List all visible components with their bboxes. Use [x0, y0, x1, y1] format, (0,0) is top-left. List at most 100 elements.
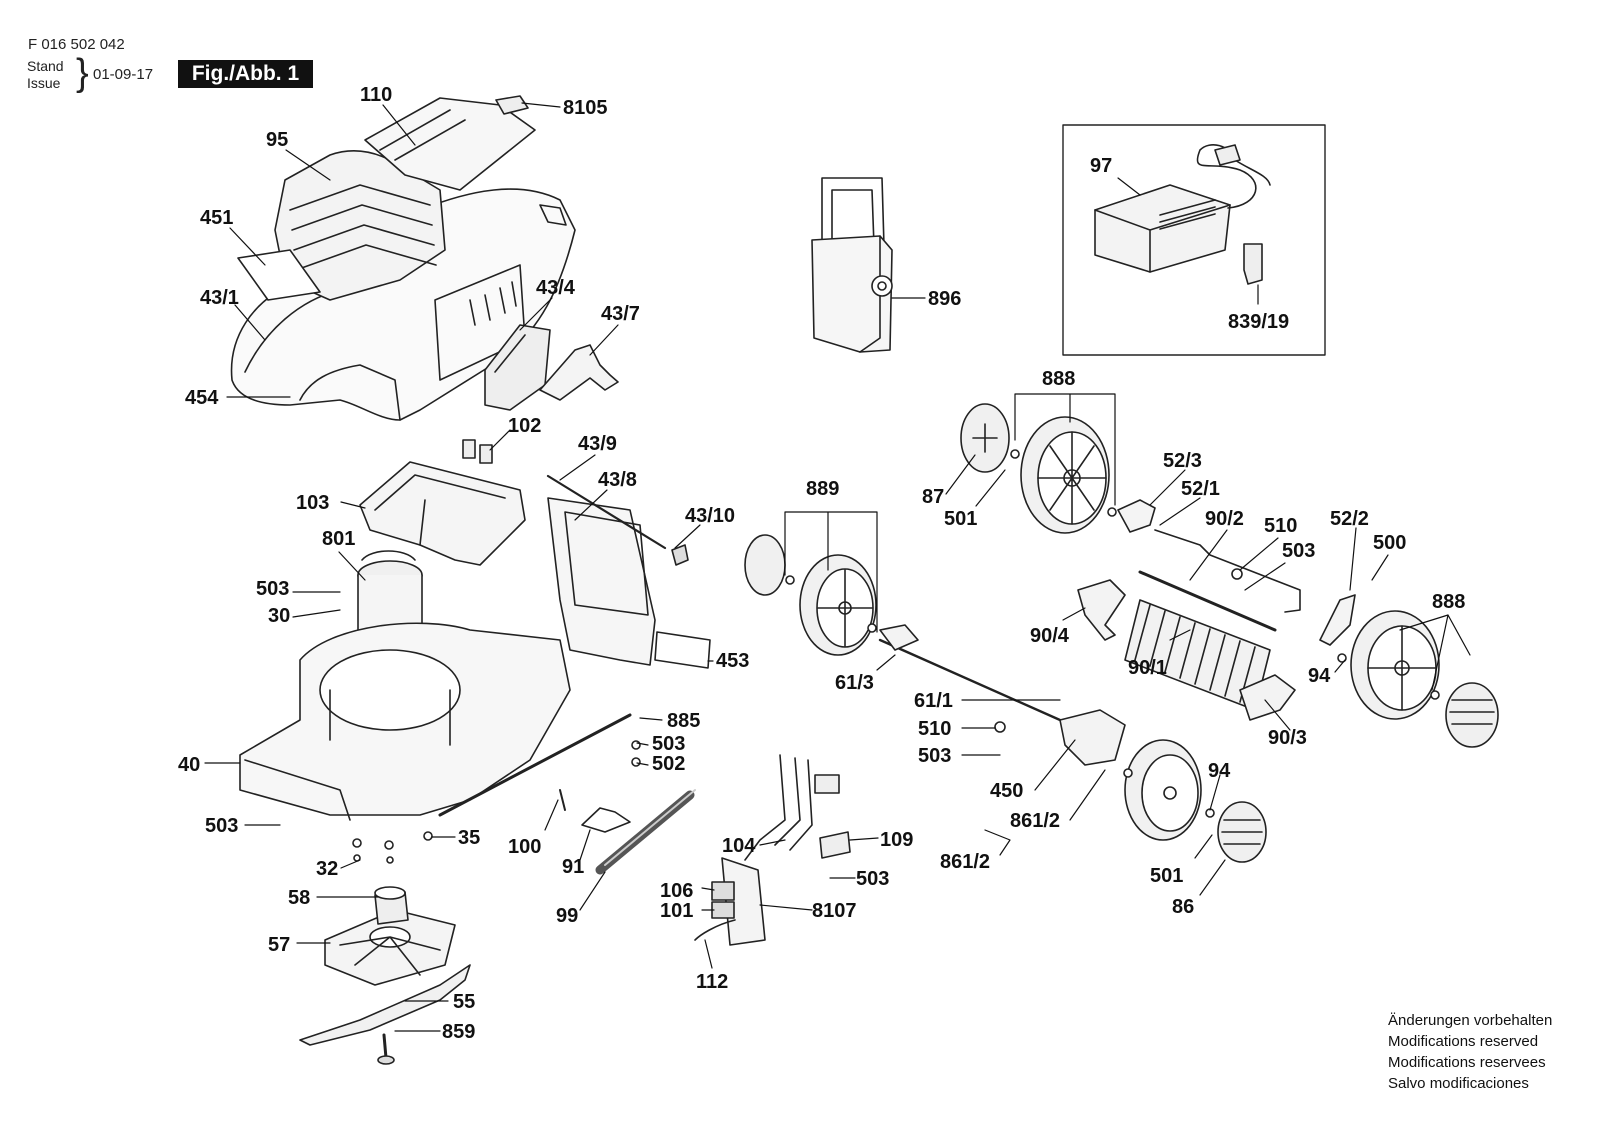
clip-91-drawing — [581, 807, 631, 833]
label-104: 104 — [722, 835, 756, 857]
axle-61-drawing — [878, 624, 1126, 766]
fan-57-drawing — [324, 909, 456, 986]
label-61-3: 61/3 — [835, 672, 874, 694]
label-888-top: 888 — [1042, 368, 1075, 390]
modification-notes: Änderungen vorbehalten Modifications res… — [1388, 1010, 1552, 1094]
label-90-2: 90/2 — [1205, 508, 1244, 530]
label-503-right: 503 — [1282, 540, 1315, 562]
wheel-888-top-drawing — [1020, 416, 1110, 534]
lever-52-drawing — [1117, 499, 1356, 646]
label-896: 896 — [928, 288, 961, 310]
label-500: 500 — [1373, 532, 1406, 554]
label-86: 86 — [1172, 896, 1194, 918]
wheel-bottom-drawing — [1124, 739, 1202, 841]
label-861-2-b: 861/2 — [940, 851, 990, 873]
label-503-b: 503 — [652, 733, 685, 755]
label-43-4: 43/4 — [536, 277, 576, 299]
label-95: 95 — [266, 129, 288, 151]
blade-55-drawing — [299, 964, 471, 1046]
spring-99-drawing — [595, 789, 696, 875]
label-8105: 8105 — [563, 97, 608, 119]
grass-box-cover-drawing — [274, 150, 446, 301]
label-451: 451 — [200, 207, 233, 229]
label-35: 35 — [458, 827, 480, 849]
label-885: 885 — [667, 710, 700, 732]
label-32: 32 — [316, 858, 338, 880]
label-43-1: 43/1 — [200, 287, 239, 309]
label-112: 112 — [696, 971, 728, 993]
issue-label: Issue — [27, 75, 61, 91]
motor-tray-103-drawing — [359, 461, 526, 566]
rod-43-9-drawing — [546, 474, 667, 550]
label-110: 110 — [360, 84, 392, 106]
screws-drawing — [352, 449, 1440, 864]
note-es: Salvo modificaciones — [1388, 1075, 1529, 1092]
pin-100-drawing — [559, 789, 566, 811]
label-503-c: 503 — [205, 815, 238, 837]
note-de: Änderungen vorbehalten — [1388, 1012, 1553, 1029]
battery-896-drawing — [811, 177, 893, 353]
hub-58-drawing — [374, 886, 409, 925]
rod-90-2-drawing — [1138, 570, 1277, 632]
part-labels: 110 8105 95 451 43/1 43/4 43/7 454 896 9… — [178, 84, 1465, 1043]
plate-453-drawing — [654, 631, 711, 669]
label-52-2: 52/2 — [1330, 508, 1369, 530]
deck-40-drawing — [239, 622, 571, 821]
label-57: 57 — [268, 934, 290, 956]
wheel-888-right-drawing — [1350, 610, 1440, 720]
label-859: 859 — [442, 1021, 475, 1043]
wiring-104-drawing — [744, 754, 851, 861]
label-90-1: 90/1 — [1128, 657, 1167, 679]
bolt-859-drawing — [377, 1033, 395, 1065]
label-102: 102 — [508, 415, 541, 437]
label-94-bottom: 94 — [1208, 760, 1231, 782]
bracket-90-3-drawing — [1239, 674, 1296, 721]
part-43-7-drawing — [539, 344, 619, 401]
label-52-1: 52/1 — [1181, 478, 1220, 500]
label-40: 40 — [178, 754, 200, 776]
part-8105-drawing — [495, 95, 529, 115]
label-52-3: 52/3 — [1163, 450, 1202, 472]
label-109: 109 — [880, 829, 913, 851]
label-501-top: 501 — [944, 508, 977, 530]
label-106: 106 — [660, 880, 693, 902]
label-454: 454 — [185, 387, 219, 409]
label-503-a: 503 — [256, 578, 289, 600]
hubcap-86-drawing — [1217, 801, 1267, 863]
label-839-19: 839/19 — [1228, 311, 1289, 333]
rear-flap-43-8-drawing — [547, 497, 656, 666]
note-fr: Modifications reservees — [1388, 1054, 1546, 1071]
label-43-7: 43/7 — [601, 303, 640, 325]
switch-102-drawing — [462, 439, 493, 464]
label-101: 101 — [660, 900, 693, 922]
label-30: 30 — [268, 605, 290, 627]
label-510-mid: 510 — [918, 718, 951, 740]
label-43-8: 43/8 — [598, 469, 637, 491]
label-501-bottom: 501 — [1150, 865, 1183, 887]
label-plate-451-drawing — [237, 249, 321, 301]
hubcap-889-drawing — [744, 534, 786, 596]
label-510-right: 510 — [1264, 515, 1297, 537]
label-97: 97 — [1090, 155, 1112, 177]
label-453: 453 — [716, 650, 749, 672]
label-861-2-a: 861/2 — [1010, 810, 1060, 832]
label-502: 502 — [652, 753, 685, 775]
hubcap-right-drawing — [1445, 682, 1499, 748]
label-889: 889 — [806, 478, 839, 500]
charger-box-drawing — [1062, 124, 1326, 356]
label-90-3: 90/3 — [1268, 727, 1307, 749]
label-58: 58 — [288, 887, 310, 909]
label-503-d: 503 — [856, 868, 889, 890]
label-503-mid: 503 — [918, 745, 951, 767]
capacitor-8107-drawing — [694, 857, 766, 946]
label-801: 801 — [322, 528, 355, 550]
doc-number: F 016 502 042 — [28, 36, 125, 53]
label-90-4: 90/4 — [1030, 625, 1070, 647]
label-99: 99 — [556, 905, 578, 927]
label-103: 103 — [296, 492, 329, 514]
leader-lines — [204, 102, 1471, 1032]
label-87: 87 — [922, 486, 944, 508]
hubcap-87-drawing — [960, 403, 1010, 473]
